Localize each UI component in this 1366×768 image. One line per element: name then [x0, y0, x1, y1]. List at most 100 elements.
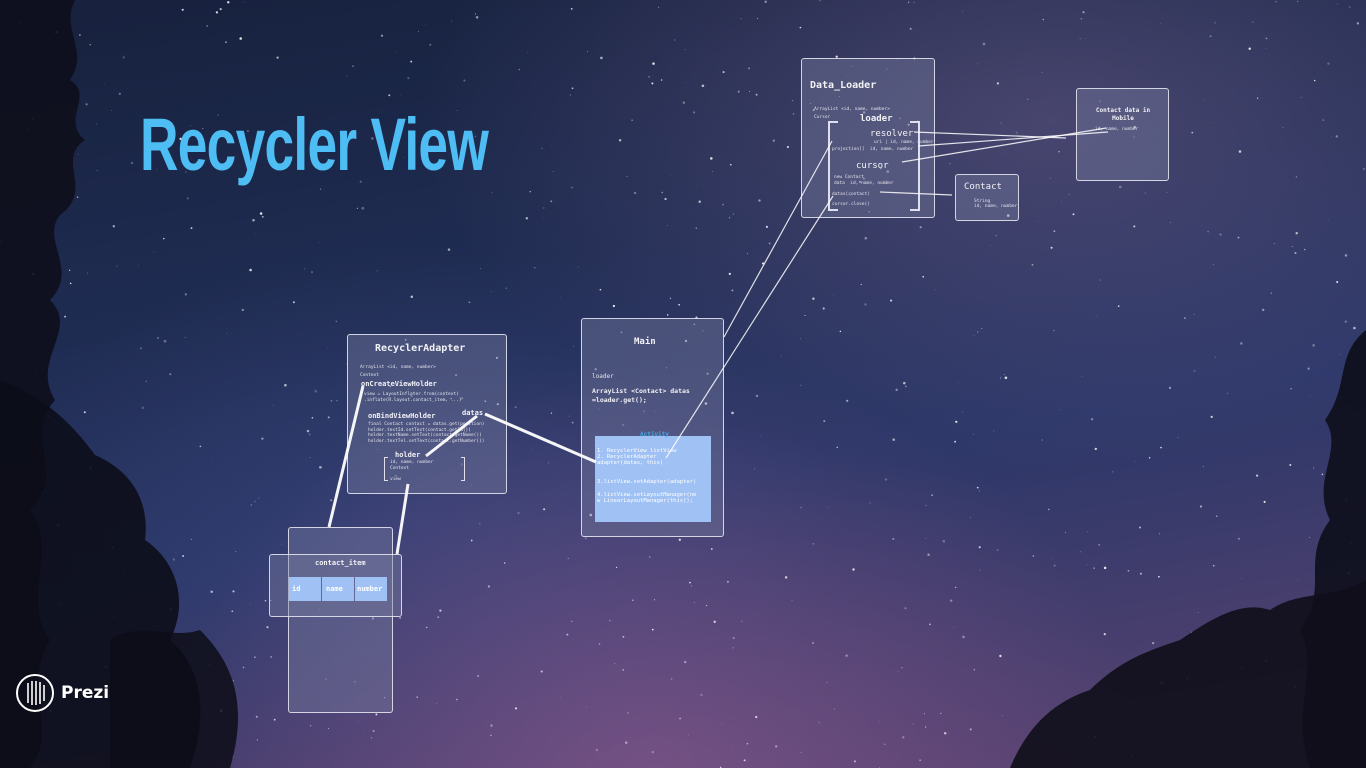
step1a: 1. RecyclerView listView [597, 448, 677, 454]
star [1159, 533, 1161, 535]
data-loader-card[interactable]: Data_Loader ArrayList <id, name, number>… [801, 58, 935, 218]
star [993, 430, 995, 432]
star [181, 8, 184, 11]
star [79, 34, 81, 36]
star [542, 207, 545, 209]
star [250, 504, 252, 506]
star [1353, 326, 1356, 330]
star [839, 95, 841, 97]
star [902, 736, 905, 739]
star [812, 109, 815, 112]
star [942, 539, 946, 543]
star [809, 102, 811, 105]
star [846, 76, 847, 77]
star [416, 696, 419, 699]
star [503, 562, 506, 564]
star [903, 381, 906, 385]
recycler-adapter-tiny1: ArrayList <id, name, number> [360, 365, 436, 370]
star [1085, 38, 1086, 39]
holder-code: id, name, number Context view [390, 460, 434, 482]
star [792, 113, 795, 115]
data-loader-bracket-right [910, 121, 920, 211]
star [1265, 37, 1268, 40]
star [755, 93, 758, 96]
star [775, 745, 778, 748]
star [1335, 135, 1338, 138]
star [1004, 376, 1008, 380]
star [812, 542, 815, 545]
star [1295, 176, 1298, 178]
star [934, 289, 936, 291]
star [589, 513, 593, 517]
star [471, 483, 472, 485]
star [1031, 263, 1034, 266]
cursor-label: cursor [856, 161, 889, 171]
star [693, 111, 696, 114]
star [1079, 104, 1081, 106]
star [130, 161, 134, 165]
star [819, 0, 821, 2]
star [1265, 48, 1267, 49]
prezi-logo[interactable]: Prezi [15, 673, 109, 713]
star [514, 707, 518, 710]
star [978, 546, 981, 549]
star [884, 478, 888, 481]
star [1041, 439, 1043, 441]
star [1170, 222, 1172, 223]
star [684, 660, 687, 664]
star [156, 168, 158, 170]
star [96, 169, 98, 171]
star [306, 429, 310, 433]
main-loader: loader [592, 373, 614, 380]
star [1050, 246, 1053, 249]
star [270, 655, 273, 658]
star [550, 200, 553, 203]
star [241, 308, 244, 312]
star [311, 417, 314, 419]
main-card[interactable]: Main loader ArrayList <Contact> datas =l… [581, 318, 724, 537]
star [618, 139, 622, 142]
star [1248, 47, 1251, 50]
star [845, 654, 848, 657]
star [1312, 344, 1315, 347]
star [962, 635, 965, 639]
main-title: Main [634, 337, 656, 347]
star [1027, 98, 1029, 100]
star [1297, 580, 1299, 582]
star [1079, 38, 1081, 40]
star [85, 103, 88, 106]
on-create-view-holder: onCreateViewHolder [361, 380, 437, 388]
star [410, 295, 414, 298]
recycler-adapter-card[interactable]: RecyclerAdapter ArrayList <id, name, num… [347, 334, 507, 494]
star [899, 117, 901, 120]
contact-item-card[interactable]: contact_item id name number [269, 554, 402, 617]
star [389, 385, 392, 388]
star [876, 82, 878, 83]
star [451, 20, 452, 22]
star [1210, 415, 1213, 419]
star [1193, 314, 1195, 315]
star [1144, 192, 1146, 194]
star [1068, 194, 1070, 195]
star [586, 706, 588, 708]
star [309, 457, 311, 458]
contact-sub2: String [974, 199, 991, 204]
star [600, 56, 603, 60]
contact-item-tall-card[interactable] [288, 527, 393, 713]
star [352, 65, 354, 67]
star [1312, 467, 1315, 469]
star [621, 423, 625, 427]
contact-card[interactable]: Contact String id, name, number [955, 174, 1019, 221]
star [598, 408, 600, 410]
star [542, 217, 544, 219]
activity-panel[interactable]: Activity 1. RecyclerView listView 2. Rec… [595, 431, 711, 522]
star [732, 746, 734, 748]
prezi-brand-name: Prezi [61, 683, 110, 703]
star [518, 68, 521, 71]
contact-data-card[interactable]: Contact data in Mobile id, name, number [1076, 88, 1169, 181]
star [1103, 632, 1106, 636]
star [189, 125, 191, 126]
star [818, 722, 820, 723]
bind-code: final Contact contact = datas.get(positi… [368, 422, 485, 444]
